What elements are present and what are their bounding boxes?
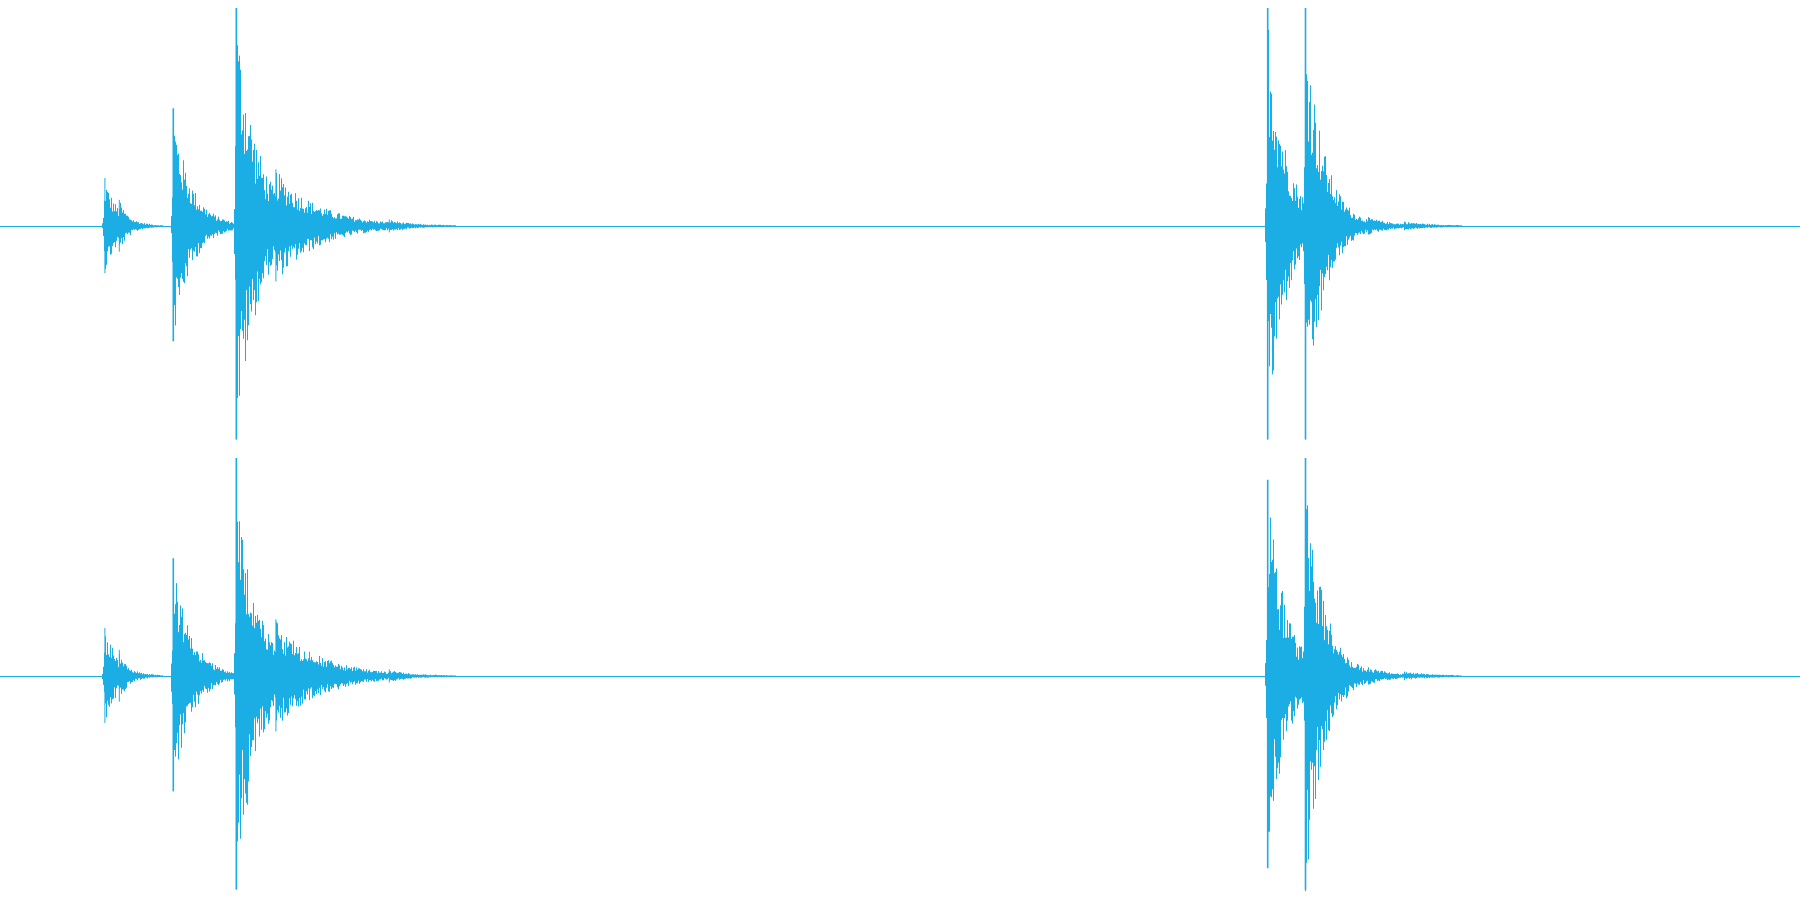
channel-1-waveform xyxy=(0,8,1800,440)
waveform-signal xyxy=(102,29,1462,431)
channel-2-waveform xyxy=(0,458,1800,892)
waveform-signal xyxy=(102,465,1462,892)
